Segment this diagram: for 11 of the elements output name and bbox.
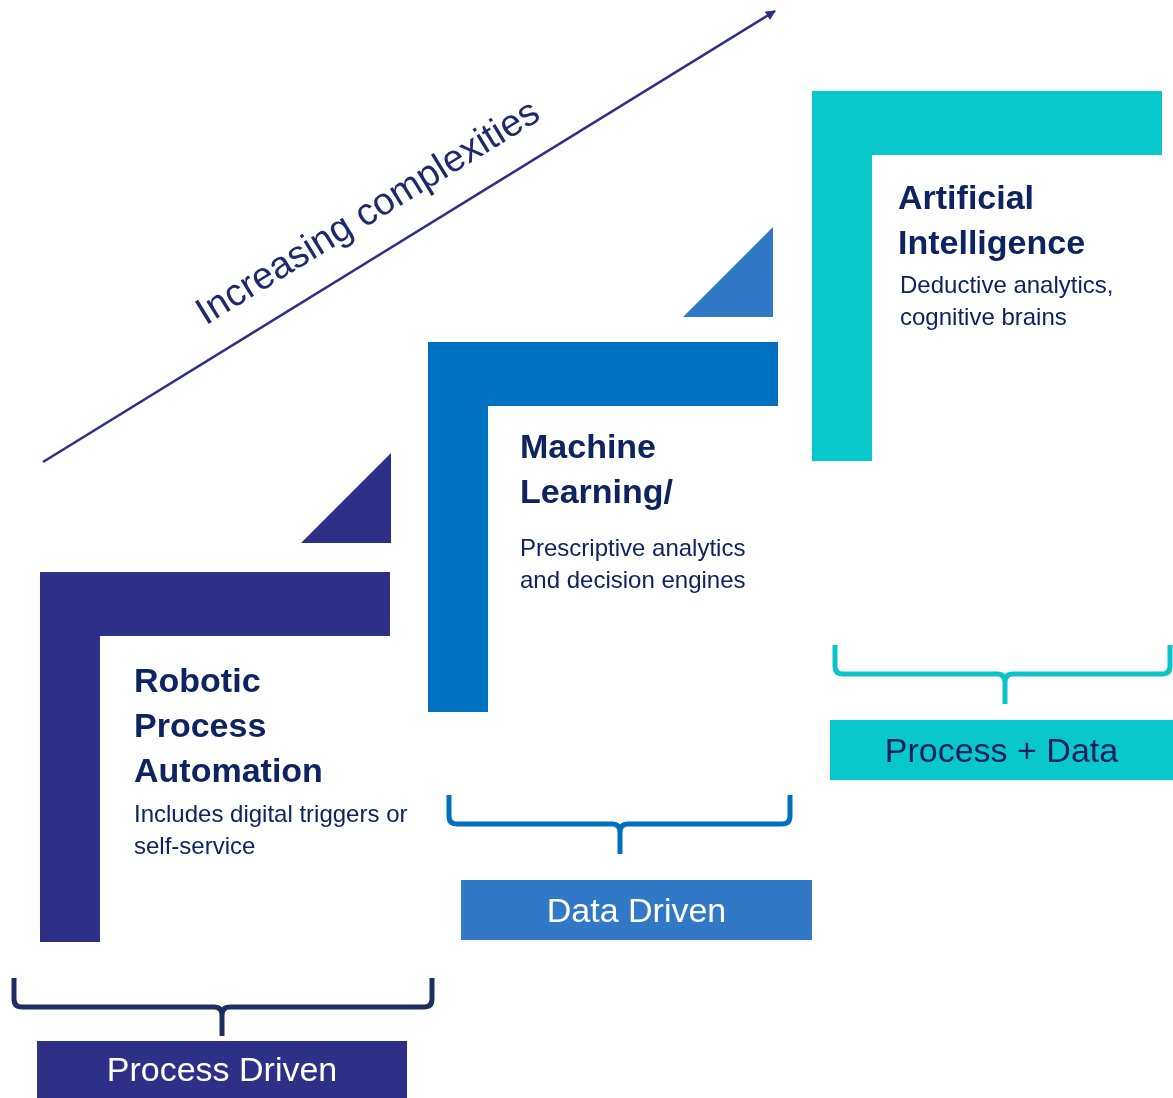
step-title: Robotic Process Automation	[134, 660, 324, 791]
category-label-box: Process + Data	[830, 720, 1173, 780]
category-label-box: Data Driven	[461, 880, 812, 940]
category-label-box: Process Driven	[37, 1041, 407, 1098]
step-description: Deductive analytics, cognitive brains	[900, 270, 1115, 332]
step-title: Artificial Intelligence	[898, 177, 1087, 263]
step-description: Includes digital triggers or self-service	[134, 799, 409, 861]
triangle-shape	[301, 453, 391, 543]
step-description: Prescriptive analytics and decision engines	[520, 533, 747, 595]
step-title: Machine Learning/	[520, 426, 675, 512]
triangle-shape	[683, 227, 773, 317]
